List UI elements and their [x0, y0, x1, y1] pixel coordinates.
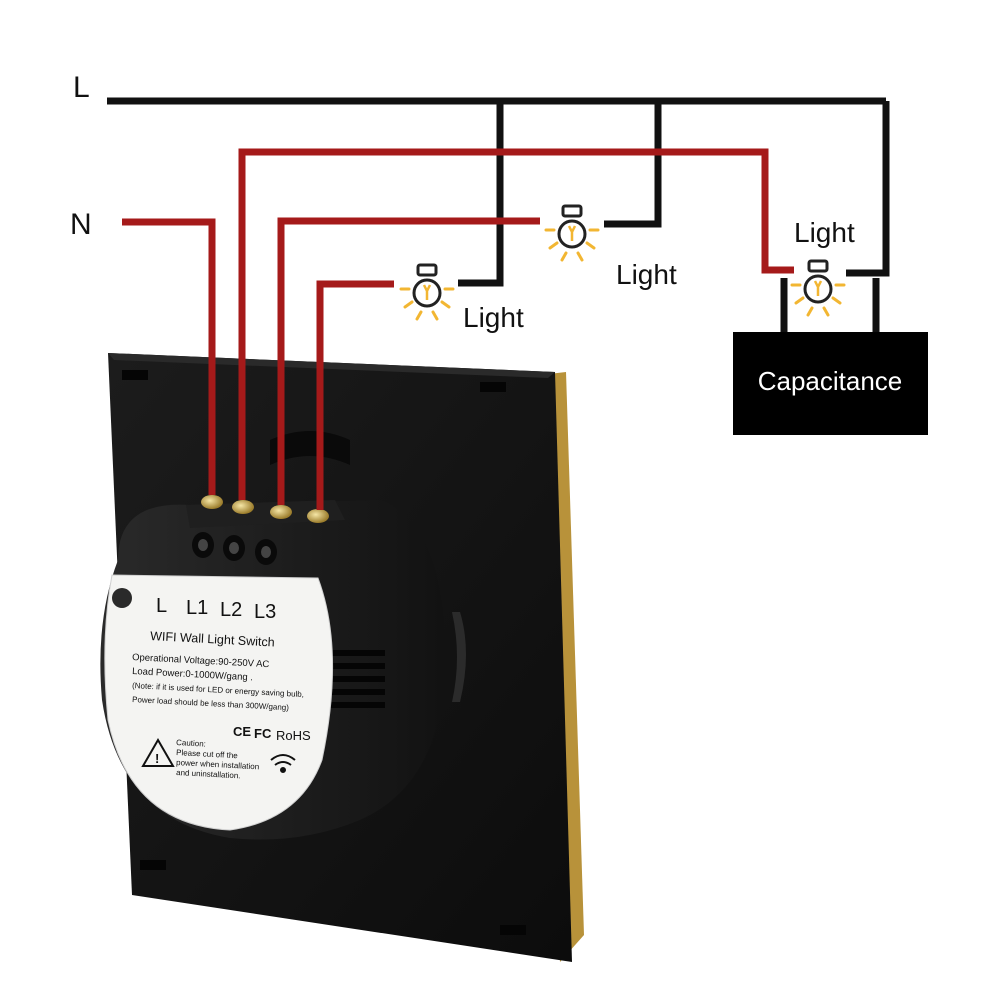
product-name: WIFI Wall Light Switch: [150, 629, 275, 650]
capacitance-module: Capacitance: [733, 278, 928, 435]
line-l-drop-light-3: [846, 101, 890, 277]
line-l-drop-light-1: [458, 101, 504, 287]
terminal-label-l1: L1: [186, 597, 208, 619]
l3-wire: [316, 280, 394, 510]
caution-line-3: and uninstallation.: [176, 768, 241, 780]
load-wires: [122, 148, 794, 510]
bulb-icon: [790, 259, 846, 317]
caution-line-2: power when installation: [176, 758, 260, 771]
light-label-2: Light: [616, 259, 677, 290]
svg-text:!: !: [155, 751, 159, 766]
warning-triangle-icon: !: [141, 737, 175, 767]
light-label-1: Light: [463, 302, 524, 333]
wifi-icon: [270, 754, 296, 773]
neutral-label: N: [70, 208, 92, 241]
line-l-drop-light-2: [604, 101, 662, 228]
ce-mark: CE: [233, 724, 251, 739]
terminal-label-l: L: [156, 595, 167, 617]
neutral-wire: [122, 218, 216, 495]
line-label: L: [73, 71, 90, 104]
l1-wire: [238, 148, 794, 500]
bulb-icon: [399, 263, 455, 321]
terminal-label-l3: L3: [254, 601, 276, 623]
rohs-mark: RoHS: [276, 728, 311, 743]
light-label-3: Light: [794, 217, 855, 248]
capacitance-box: [733, 332, 928, 435]
terminal-label-l2: L2: [220, 599, 242, 621]
capacitance-label: Capacitance: [758, 366, 903, 396]
terminal-holes: [192, 532, 277, 565]
fc-mark: FC: [254, 726, 272, 741]
caution-line-1: Please cut off the: [176, 748, 239, 760]
l2-wire: [277, 217, 540, 505]
certification-marks: CE FC RoHS: [233, 724, 311, 743]
caution-title: Caution:: [176, 738, 206, 749]
terminal-screws: [201, 495, 329, 523]
wall-switch: L L1 L2 L3 WIFI Wall Light Switch Operat…: [100, 353, 584, 962]
live-wires: [107, 97, 890, 287]
label-terminals: L L1 L2 L3: [156, 595, 276, 623]
bulb-icon: [544, 204, 600, 262]
